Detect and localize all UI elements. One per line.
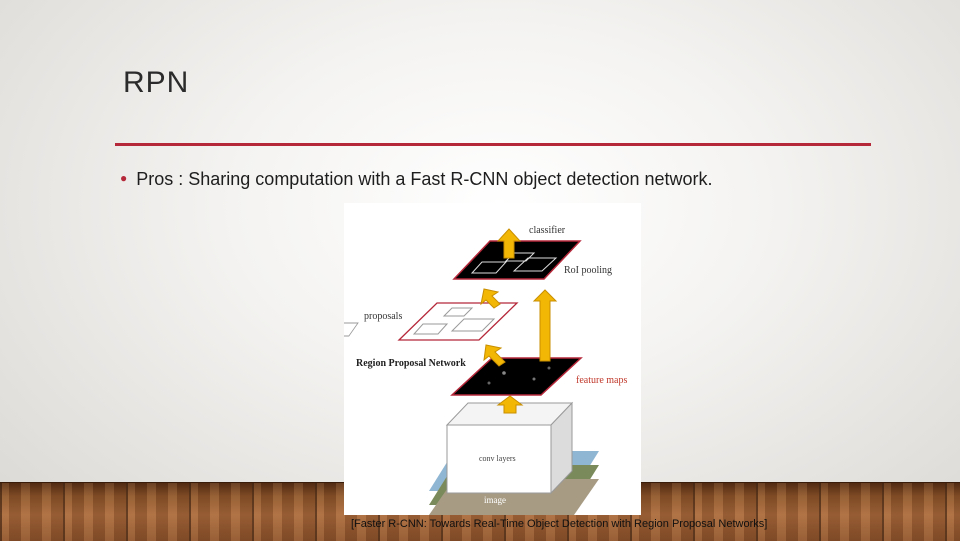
arrow-feature-to-roi — [532, 289, 558, 362]
arrow-roi-to-classifier — [496, 228, 522, 259]
conv-layers-box — [445, 401, 574, 495]
feature-maps-plane — [450, 357, 583, 396]
proposals-plane — [344, 302, 519, 341]
arrow-proposals-to-roi — [480, 288, 501, 309]
slide-title: RPN — [123, 66, 190, 99]
roi-pooling-plane — [452, 240, 582, 280]
bullet-text: Pros : Sharing computation with a Fast R… — [136, 169, 713, 189]
label-conv-layers: conv layers — [479, 454, 516, 463]
arrow-conv-to-feature — [496, 395, 524, 414]
faster-rcnn-diagram: image conv layers feature maps Region Pr… — [344, 203, 641, 515]
label-proposals: proposals — [364, 311, 402, 322]
label-classifier: classifier — [529, 225, 566, 236]
label-rpn: Region Proposal Network — [356, 358, 466, 369]
label-image: image — [484, 495, 506, 505]
arrow-feature-to-proposals — [483, 344, 506, 367]
bullet-item: ● Pros : Sharing computation with a Fast … — [120, 169, 713, 190]
diagram-svg: image conv layers feature maps Region Pr… — [344, 225, 627, 515]
citation: [Faster R-CNN: Towards Real-Time Object … — [351, 518, 768, 530]
title-divider — [115, 143, 871, 146]
label-roi-pooling: RoI pooling — [564, 265, 612, 276]
label-feature-maps: feature maps — [576, 375, 627, 386]
bullet-dot-icon: ● — [120, 171, 128, 185]
